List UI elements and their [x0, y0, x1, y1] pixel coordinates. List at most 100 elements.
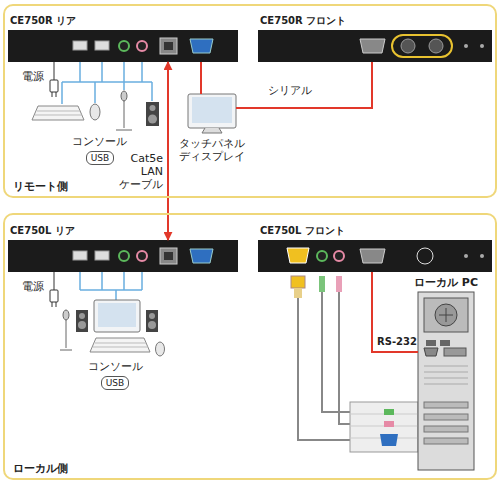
- power-plug-part: [52, 302, 56, 307]
- microphone-part: [121, 91, 127, 101]
- power-plug: [50, 62, 58, 97]
- rear-panel-bar-part: [190, 249, 213, 263]
- speaker-part: [76, 310, 88, 332]
- pc-tower-part: [439, 308, 453, 322]
- pc-tower-part: [424, 426, 468, 432]
- console-monitor-part: [93, 343, 148, 347]
- device-bar: CE750L リア: [8, 240, 238, 272]
- rear-panel-bar-part: [190, 39, 213, 53]
- power-plug: [50, 272, 58, 307]
- console-label: コンソール: [72, 135, 127, 148]
- local-pc: ローカル PC: [418, 292, 474, 470]
- pc-tower-part: [350, 402, 418, 452]
- cable-label: Cat5e LAN ケーブル: [117, 152, 163, 192]
- console-monitor-part: [90, 338, 150, 352]
- rear-panel-bar-part: [137, 251, 147, 261]
- power-label: 電源: [22, 70, 44, 83]
- speaker-part: [146, 310, 158, 332]
- pc-tower-part: [384, 409, 394, 415]
- node-text: タッチパネル ディスプレイ: [173, 137, 251, 163]
- cable-connector: [200, 62, 202, 94]
- power-plug-part: [54, 272, 55, 290]
- cable-label: RS-232: [377, 336, 417, 348]
- speaker-part: [148, 321, 156, 329]
- keyboard: [32, 106, 84, 120]
- rear-panel-bar-part: [164, 42, 173, 50]
- device-bar: CE750L フロント: [258, 240, 492, 272]
- front-panel-bar-part: [334, 251, 344, 261]
- front-panel-bar-part: [464, 254, 468, 258]
- device-bar: CE750R リア: [8, 30, 238, 62]
- cable-label: シリアル: [268, 84, 312, 97]
- console-cable-part: [80, 272, 142, 300]
- node-text: CE750R リア: [10, 15, 76, 27]
- front-panel-bar: [258, 30, 492, 62]
- console-monitor: [90, 300, 150, 352]
- front-panel-bar-part: [417, 248, 433, 264]
- front-panel-bar-part: [392, 35, 452, 57]
- kvm-cable-part: [294, 288, 302, 298]
- speaker-part: [146, 102, 159, 126]
- microphone: [60, 310, 72, 350]
- rear-panel-bar-part: [137, 41, 147, 51]
- node-text: CE750R フロント: [260, 15, 346, 27]
- device-bar: CE750R フロント: [258, 30, 492, 62]
- console-monitor-part: [98, 303, 136, 327]
- power-plug-part: [50, 80, 58, 92]
- rear-panel-bar-part: [95, 251, 109, 260]
- pc-tower-part: [424, 366, 468, 384]
- node-text: USB: [87, 152, 113, 164]
- site-panel: リモート側CE750R リアCE750R フロントUSBタッチパネル ディスプレ…: [3, 4, 497, 198]
- rear-panel-bar-part: [160, 248, 177, 264]
- pc-tower-part: [424, 402, 468, 408]
- console-monitor-part: [94, 300, 140, 332]
- speaker-part: [150, 105, 156, 111]
- front-panel-bar-part: [401, 39, 415, 53]
- front-panel-bar-part: [429, 39, 443, 53]
- mouse-part: [90, 104, 100, 120]
- keyboard-part: [35, 111, 82, 115]
- console-cable: [62, 62, 152, 104]
- speaker-part: [79, 313, 85, 319]
- pc-tower-part: [426, 340, 436, 346]
- front-panel-bar-part: [480, 254, 484, 258]
- console-cable-part: [62, 62, 152, 104]
- microphone-part: [60, 316, 72, 350]
- touch-monitor: [188, 94, 236, 133]
- pc-tower-part: [440, 340, 450, 346]
- usb-badge: USB: [101, 376, 129, 390]
- rear-panel-bar-part: [119, 251, 129, 261]
- rear-panel-bar-part: [95, 41, 109, 50]
- rear-panel-bar-part: [8, 240, 238, 272]
- console-cable: [80, 272, 142, 300]
- mouse: [156, 342, 165, 356]
- rear-panel-bar-part: [164, 252, 173, 260]
- front-panel-bar-part: [258, 30, 492, 62]
- pc-tower-part: [418, 292, 474, 470]
- pc-tower-part: [424, 348, 438, 356]
- front-panel-bar: [258, 240, 492, 272]
- rear-panel-bar-part: [8, 30, 238, 62]
- speaker-part: [148, 115, 157, 124]
- cable-connector: [167, 62, 169, 240]
- pc-tower-part: [444, 348, 466, 356]
- site-panel: ローカル側CE750L リアCE750L フロントUSBローカル PC: [3, 213, 497, 480]
- rear-panel-bar-part: [73, 251, 87, 260]
- pc-tower-part: [424, 414, 468, 420]
- rear-panel-bar: [8, 240, 238, 272]
- front-panel-bar-part: [258, 240, 492, 272]
- pc-tower: [350, 292, 474, 470]
- power-label: 電源: [22, 280, 44, 293]
- pc-tower-part: [435, 304, 457, 326]
- pc-tower-part: [384, 421, 394, 427]
- kvm-cable-part: [319, 276, 325, 292]
- pc-tower-part: [424, 438, 468, 444]
- node-text: CE750L リア: [10, 225, 75, 237]
- touch-monitor-part: [188, 94, 236, 128]
- mouse: [90, 104, 100, 120]
